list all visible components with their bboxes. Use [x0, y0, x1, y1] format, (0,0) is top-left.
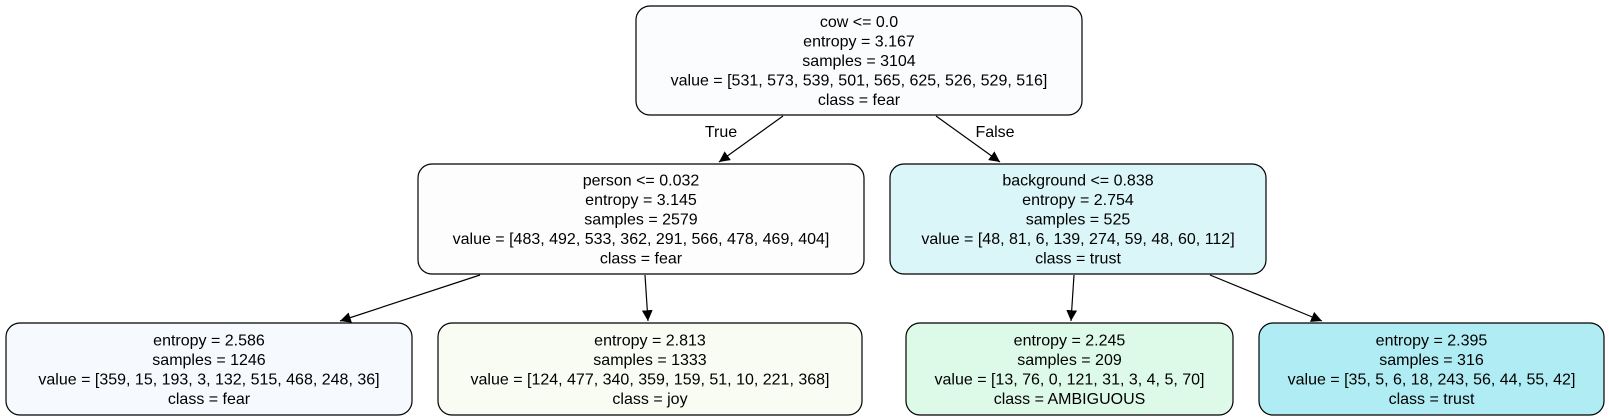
tree-node-right: background <= 0.838 entropy = 2.754 sample…	[889, 163, 1267, 275]
edge-root-to-right	[935, 115, 1001, 163]
tree-node-right-left: entropy = 2.245 samples = 209 value = [13,…	[905, 322, 1234, 416]
node-line: value = [48, 81, 6, 139, 274, 59, 48, 60…	[921, 231, 1234, 248]
tree-node-root: cow <= 0.0 entropy = 3.167 samples = 3104 v…	[635, 5, 1083, 116]
tree-node-left-left: entropy = 2.586 samples = 1246 value = [35…	[5, 322, 413, 416]
edge-right-to-right-right	[1209, 274, 1323, 322]
node-box	[905, 322, 1234, 416]
node-line: class = trust	[1389, 391, 1475, 408]
tree-node-right-right: entropy = 2.395 samples = 316 value = [35,…	[1258, 322, 1605, 416]
node-line: background <= 0.838	[1002, 173, 1153, 190]
node-line: samples = 1246	[152, 352, 266, 369]
node-line: class = fear	[600, 251, 683, 268]
node-box	[889, 163, 1267, 275]
node-line: person <= 0.032	[583, 173, 700, 190]
tree-edges: True False	[339, 115, 1323, 323]
node-box	[1258, 322, 1605, 416]
node-line: entropy = 3.145	[585, 192, 697, 209]
node-line: class = trust	[1035, 251, 1121, 268]
edge-root-to-left	[718, 115, 784, 163]
node-line: entropy = 2.813	[594, 332, 706, 349]
edge-left-to-left-right	[641, 274, 653, 322]
node-box	[635, 5, 1083, 116]
edge-left-to-left-left	[339, 274, 481, 323]
node-line: entropy = 2.395	[1376, 332, 1488, 349]
node-line: samples = 3104	[802, 53, 916, 70]
node-line: samples = 2579	[584, 212, 698, 229]
tree-node-left: person <= 0.032 entropy = 3.145 samples = …	[417, 163, 865, 275]
node-line: samples = 209	[1017, 352, 1122, 369]
node-line: samples = 1333	[593, 352, 707, 369]
node-line: samples = 316	[1379, 352, 1484, 369]
node-line: entropy = 3.167	[803, 34, 915, 51]
node-line: class = joy	[612, 391, 687, 408]
node-line: value = [531, 573, 539, 501, 565, 625, 5…	[671, 73, 1048, 90]
edge-right-to-right-left	[1066, 274, 1078, 322]
edge-label-true: True	[705, 124, 737, 141]
node-line: value = [35, 5, 6, 18, 243, 56, 44, 55, …	[1288, 371, 1576, 388]
node-line: samples = 525	[1026, 212, 1131, 229]
node-line: value = [13, 76, 0, 121, 31, 3, 4, 5, 70…	[935, 371, 1205, 388]
node-line: value = [359, 15, 193, 3, 132, 515, 468,…	[38, 371, 379, 388]
node-line: cow <= 0.0	[820, 14, 898, 31]
node-box	[437, 322, 863, 416]
node-line: class = fear	[168, 391, 251, 408]
node-line: entropy = 2.245	[1014, 332, 1126, 349]
node-line: class = fear	[818, 92, 901, 109]
node-box	[5, 322, 413, 416]
node-line: class = AMBIGUOUS	[994, 391, 1146, 408]
node-line: value = [483, 492, 533, 362, 291, 566, 4…	[453, 231, 830, 248]
node-line: entropy = 2.586	[153, 332, 265, 349]
edge-label-false: False	[975, 124, 1014, 141]
tree-node-left-right: entropy = 2.813 samples = 1333 value = [12…	[437, 322, 863, 416]
node-box	[417, 163, 865, 275]
node-line: value = [124, 477, 340, 359, 159, 51, 10…	[471, 371, 830, 388]
node-line: entropy = 2.754	[1022, 192, 1134, 209]
tree-nodes: cow <= 0.0 entropy = 3.167 samples = 3104 v…	[5, 5, 1605, 416]
